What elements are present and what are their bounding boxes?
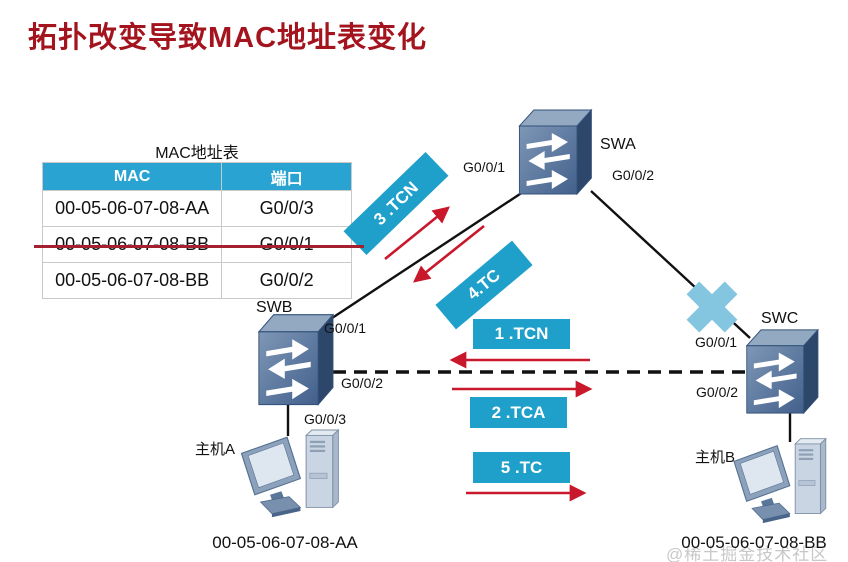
host-a-icon xyxy=(240,429,339,518)
mac-table-caption: MAC地址表 xyxy=(155,145,239,162)
switch-swc-icon xyxy=(746,329,819,414)
table-row-struck: 00-05-06-07-08-BB G0/0/1 xyxy=(41,226,352,263)
arrow-4-tc xyxy=(413,224,485,283)
page-title: 拓扑改变导致MAC地址表变化 xyxy=(28,22,428,54)
table-row: 00-05-06-07-08-BB G0/0/2 xyxy=(41,262,352,299)
mac-cell: 00-05-06-07-08-BB xyxy=(41,226,223,263)
port-label-swa-g002: G0/0/2 xyxy=(612,167,655,183)
column-header-mac: MAC xyxy=(41,162,223,191)
port-label-swb-g001: G0/0/1 xyxy=(324,320,367,336)
mac-address-table: MAC 端口 00-05-06-07-08-AA G0/0/3 00-05-06… xyxy=(41,162,352,299)
arrow-3-tcn xyxy=(384,206,450,261)
port-cell: G0/0/2 xyxy=(221,262,352,299)
strikethrough-line xyxy=(34,245,364,248)
host-a-mac-address: 00-05-06-07-08-AA xyxy=(212,533,358,552)
broken-link-x-icon xyxy=(686,281,738,333)
switch-swa-label: SWA xyxy=(600,136,636,153)
switch-swc-label: SWC xyxy=(761,310,799,327)
host-a-label: 主机A xyxy=(195,441,236,458)
port-cell: G0/0/1 xyxy=(221,226,352,263)
port-label-swb-g003: G0/0/3 xyxy=(304,411,347,427)
host-b-icon xyxy=(733,438,827,524)
message-box-5-tc: 5 .TC xyxy=(473,452,570,483)
watermark: @稀土掘金技术社区 xyxy=(666,545,829,562)
switch-swb-icon xyxy=(258,314,334,406)
host-b-mac-address: 00-05-06-07-08-BB xyxy=(681,533,827,552)
port-cell: G0/0/3 xyxy=(221,190,352,227)
message-box-2-tca: 2 .TCA xyxy=(470,397,567,428)
message-box-1-tcn: 1 .TCN xyxy=(473,319,570,349)
port-label-swb-g002: G0/0/2 xyxy=(341,375,384,391)
mac-cell: 00-05-06-07-08-AA xyxy=(41,190,223,227)
switch-swa-icon xyxy=(518,109,592,195)
link-swb-swa xyxy=(319,190,524,328)
switch-swb-label: SWB xyxy=(256,299,293,316)
table-row: 00-05-06-07-08-AA G0/0/3 xyxy=(41,190,352,227)
port-label-swc-g001: G0/0/1 xyxy=(695,334,738,350)
column-header-port: 端口 xyxy=(221,162,352,191)
table-header-row: MAC 端口 xyxy=(41,162,352,191)
port-label-swc-g002: G0/0/2 xyxy=(696,384,739,400)
mac-cell: 00-05-06-07-08-BB xyxy=(41,262,223,299)
host-b-label: 主机B xyxy=(695,449,736,466)
port-label-swa-g001: G0/0/1 xyxy=(463,159,506,175)
